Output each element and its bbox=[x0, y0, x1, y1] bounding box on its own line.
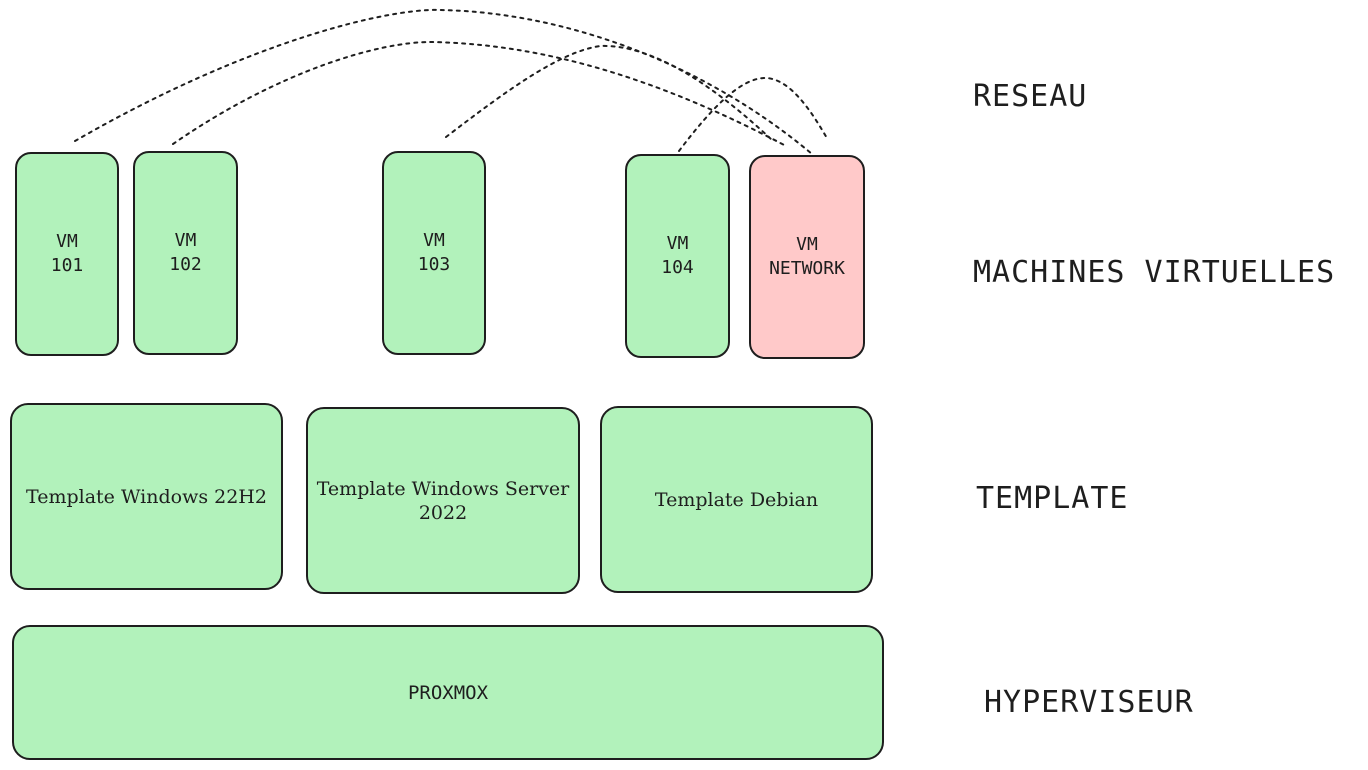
vm-network-label: VM NETWORK bbox=[769, 234, 845, 279]
layer-label-hyperviseur: HYPERVISEUR bbox=[984, 685, 1194, 720]
vm-103-label: VM 103 bbox=[417, 230, 451, 275]
connection-vm104-network bbox=[678, 76, 829, 152]
template-debian-box[interactable]: Template Debian bbox=[600, 406, 873, 593]
vm-101-label: VM 101 bbox=[50, 231, 84, 276]
template-windows-22h2-box[interactable]: Template Windows 22H2 bbox=[10, 403, 283, 590]
vm-103-box[interactable]: VM 103 bbox=[382, 151, 486, 355]
vm-102-box[interactable]: VM 102 bbox=[133, 151, 238, 355]
proxmox-box[interactable]: PROXMOX bbox=[12, 625, 884, 760]
layer-label-reseau: RESEAU bbox=[973, 79, 1088, 114]
layer-label-machines-virtuelles: MACHINES VIRTUELLES bbox=[973, 255, 1336, 290]
vm-network-box[interactable]: VM NETWORK bbox=[749, 155, 865, 359]
template-debian-label: Template Debian bbox=[654, 488, 819, 511]
connection-vm103-network bbox=[445, 44, 773, 141]
proxmox-label: PROXMOX bbox=[407, 681, 489, 704]
template-windows-server-2022-box[interactable]: Template Windows Server 2022 bbox=[306, 407, 580, 594]
layer-label-template: TEMPLATE bbox=[976, 481, 1129, 516]
vm-104-label: VM 104 bbox=[661, 233, 694, 278]
template-windows-22h2-label: Template Windows 22H2 bbox=[26, 485, 267, 508]
vm-101-box[interactable]: VM 101 bbox=[15, 152, 119, 356]
template-windows-server-2022-label: Template Windows Server 2022 bbox=[316, 477, 570, 524]
connection-vm101-network bbox=[74, 8, 813, 155]
vm-102-label: VM 102 bbox=[169, 230, 202, 275]
connection-vm102-network bbox=[172, 40, 787, 147]
vm-104-box[interactable]: VM 104 bbox=[625, 154, 730, 358]
